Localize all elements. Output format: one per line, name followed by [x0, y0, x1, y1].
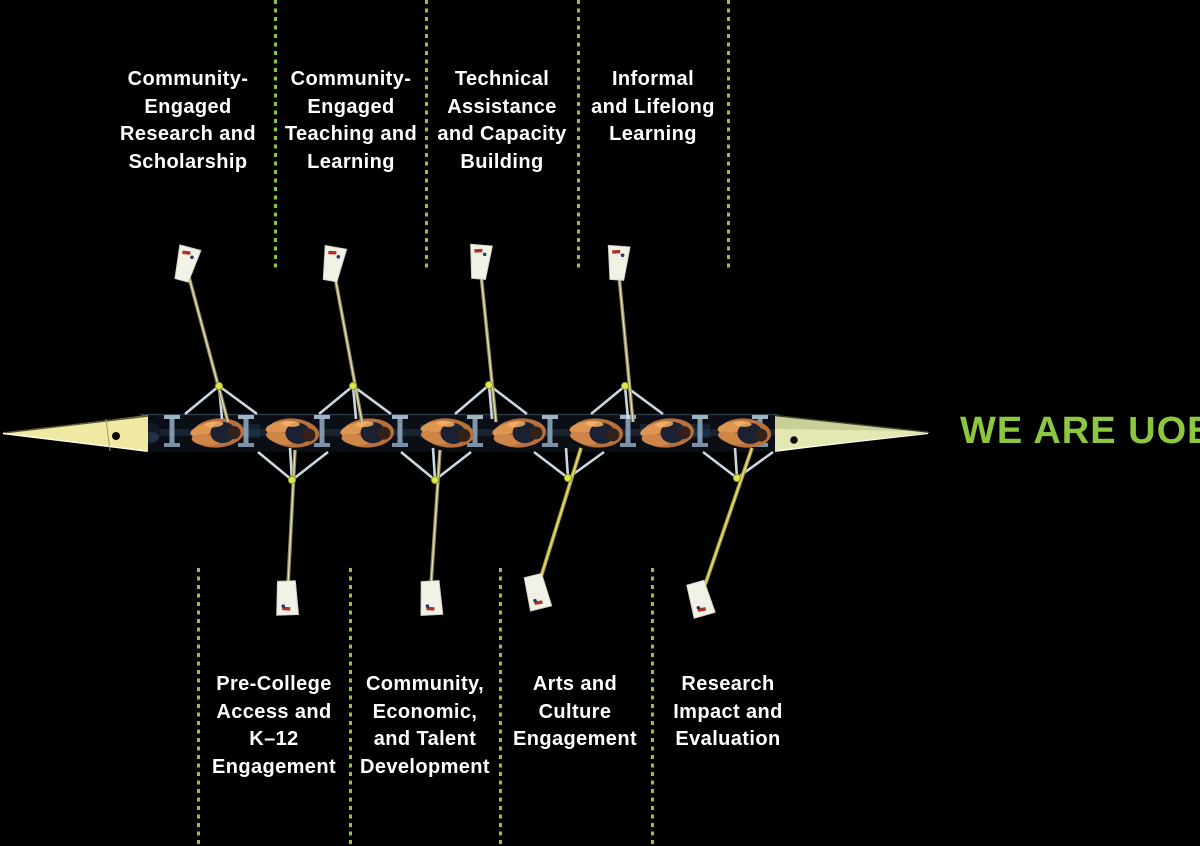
oar-down [523, 447, 583, 612]
leader-line-top-2 [424, 0, 428, 268]
oar-down [686, 447, 754, 619]
oars-bottom [276, 447, 754, 619]
rowers [129, 418, 771, 448]
oarlocks [214, 380, 742, 485]
leader-line-top-1 [274, 0, 277, 268]
oar-blade [420, 580, 444, 616]
rigger-down [400, 447, 472, 482]
riggers-bottom [257, 447, 774, 482]
label-arts-culture-engagement: Arts and Culture Engagement [512, 673, 638, 750]
leader-line-top-3 [576, 0, 580, 268]
oar-down [276, 449, 300, 616]
oar-up [607, 244, 635, 423]
oar-up [174, 244, 230, 423]
rigger-down [533, 447, 605, 480]
label-research-impact-evaluation: Research Impact and Evaluation [673, 673, 783, 750]
oar-blade [322, 244, 348, 283]
stern-deck [774, 414, 930, 452]
oar-up [470, 243, 498, 423]
label-informal-lifelong-learning: Informal and Lifelong Learning [591, 68, 715, 145]
oar-blade [470, 243, 493, 280]
rigger-up [454, 383, 528, 420]
rower [420, 418, 474, 448]
leader-line-bottom-4 [650, 568, 654, 846]
rower [190, 418, 244, 448]
rower [340, 418, 394, 448]
hull-hardware [164, 415, 768, 447]
oar-blade [174, 244, 202, 283]
leader-line-bottom-2 [348, 568, 352, 846]
leader-line-bottom-1 [196, 568, 200, 846]
label-precollege-access-k12-engagement: Pre-College Access and K–12 Engagement [211, 673, 337, 778]
oar-up [322, 244, 364, 423]
rower [265, 418, 319, 448]
rigger-down [257, 447, 329, 482]
leader-line-bottom-3 [499, 568, 502, 846]
label-community-engaged-research-scholarship: Community- Engaged Research and Scholars… [120, 68, 256, 173]
rower [717, 418, 771, 448]
rower [569, 418, 623, 448]
rower [640, 418, 694, 448]
we-are-uoe-wordmark: WE ARE UOE [960, 410, 1200, 452]
oar-blade [607, 244, 631, 281]
rower [492, 418, 546, 448]
bow-deck [2, 415, 149, 452]
rigger-up [318, 384, 392, 420]
rigger-down [702, 447, 774, 480]
oar-blade [523, 572, 553, 612]
label-community-economic-talent-development: Community, Economic, and Talent Developm… [360, 673, 490, 778]
oar-blade [276, 580, 300, 616]
leader-line-top-4 [726, 0, 730, 268]
oars-top [174, 243, 635, 423]
label-technical-assistance-capacity-building: Technical Assistance and Capacity Buildi… [437, 68, 567, 173]
oar-down [420, 449, 444, 616]
label-community-engaged-teaching-learning: Community- Engaged Teaching and Learning [284, 68, 418, 173]
oar-blade [686, 579, 716, 619]
